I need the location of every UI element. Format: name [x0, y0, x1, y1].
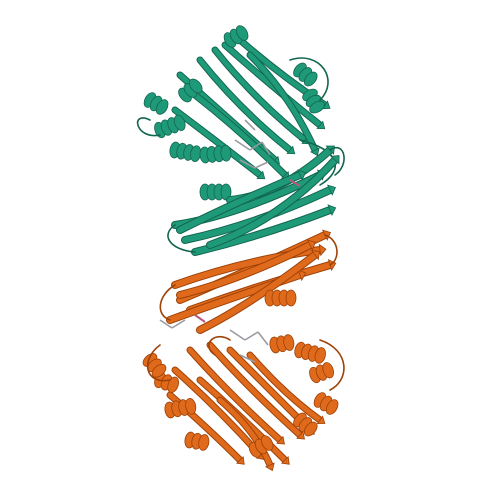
ligand-bond: [239, 159, 256, 169]
helix-turn: [185, 398, 197, 415]
chain-b-strand-arrowhead: [264, 462, 275, 472]
helix-turn: [283, 334, 295, 351]
chain-b-strand-arrowhead: [235, 455, 245, 465]
helix-turn: [220, 144, 232, 162]
helix-turn: [285, 289, 297, 307]
chain-a-sheet-strand: [177, 172, 303, 233]
chain-a-helix: [223, 25, 249, 48]
chain-b-helix: [184, 431, 210, 451]
helix-turn: [198, 434, 210, 451]
chain-b-helix: [164, 398, 197, 419]
helix-turn: [188, 78, 203, 94]
helix-turn: [325, 399, 339, 415]
chain-a-strand: [212, 47, 308, 143]
chain-b-loop: [208, 335, 231, 356]
ligand-bond: [244, 331, 259, 341]
chain-b-helix: [248, 435, 274, 458]
chain-a-sheet-strand-arrowhead: [297, 169, 307, 181]
chain-a-sheet-strand: [207, 157, 338, 248]
chain-a-strand-arrowhead: [256, 170, 266, 180]
chain-a-helix: [302, 88, 325, 114]
chain-b-sheet-strand-arrowhead: [297, 269, 307, 282]
chain-a-sheet-strand-arrowhead: [326, 184, 336, 196]
chain-b-sheet-strand-arrowhead: [318, 243, 327, 257]
chain-b-sheet-strand: [177, 242, 313, 298]
chain-b-helix: [142, 353, 167, 378]
chain-a-helix: [169, 141, 202, 162]
helix-turn: [314, 347, 326, 364]
chain-b-helix: [294, 341, 326, 364]
chain-a-helix: [199, 144, 232, 164]
chain-a-loop: [329, 146, 345, 176]
chain-a-helix: [293, 62, 318, 87]
helix-turn: [151, 363, 167, 378]
chain-a-strand: [222, 42, 323, 128]
helix-turn: [303, 71, 318, 87]
chain-b-strand-arrowhead: [276, 435, 285, 445]
chain-b-sheet-strand-arrowhead: [306, 239, 316, 251]
chain-a-strand: [247, 52, 318, 153]
chain-b-strand: [217, 397, 273, 468]
helix-turn: [260, 435, 274, 451]
chain-b-helix: [313, 392, 339, 415]
ligand-bond: [229, 329, 246, 341]
chain-a-sheet-strand-arrowhead: [327, 204, 337, 217]
chain-a-strand-arrowhead: [286, 145, 296, 155]
chain-a-sheet-strand-arrowhead: [330, 155, 340, 165]
helix-turn: [235, 25, 249, 41]
chain-a-helix: [143, 92, 169, 115]
helix-turn: [303, 421, 318, 437]
ligand-bond: [257, 331, 269, 346]
ligand-sticks: [159, 119, 301, 363]
ligand-bond: [261, 141, 271, 156]
ligand-bond: [234, 139, 251, 151]
helix-turn: [155, 99, 169, 115]
helix-turn: [173, 114, 186, 131]
chain-a-strand: [192, 92, 288, 178]
chain-a-helix: [199, 183, 232, 201]
chain-b-strand: [247, 352, 323, 423]
chain-a-strand-arrowhead: [321, 100, 331, 110]
chain-b-strand: [187, 347, 283, 443]
chain-a-strand-arrowhead: [310, 147, 320, 157]
ligand-bond: [249, 141, 263, 151]
ligand-bond: [159, 319, 173, 329]
chain-b-loop: [324, 234, 338, 266]
ligand-bond-accent: [289, 179, 301, 187]
ligand-bond: [171, 319, 186, 329]
chain-b-strand-arrowhead: [296, 430, 305, 440]
chain-a-strand: [172, 107, 263, 178]
chain-b-ribbon: [142, 229, 345, 472]
chain-b-helix: [309, 362, 334, 384]
chain-a-helix: [154, 114, 186, 139]
chain-a-loop: [136, 117, 161, 137]
chain-b-strand-arrowhead: [280, 455, 290, 465]
chain-a-loop: [289, 57, 329, 101]
chain-b-helix: [269, 334, 295, 354]
helix-turn: [322, 362, 334, 379]
chain-a-strand: [197, 57, 293, 153]
chain-a-strand-arrowhead: [316, 120, 326, 130]
chain-b-helix: [264, 289, 297, 307]
ligand-bond: [254, 161, 269, 169]
chain-b-loop: [146, 344, 171, 382]
ligand-bond: [239, 354, 256, 363]
chain-b-helix: [293, 412, 318, 437]
helix-turn: [309, 100, 325, 114]
chain-a-ribbon: [136, 25, 345, 256]
chain-a-helix: [178, 78, 203, 103]
chain-b-strand: [207, 342, 303, 438]
chain-b-strand-arrowhead: [316, 415, 326, 425]
chain-b-sheet-strand: [197, 252, 318, 333]
chain-a-loop: [167, 224, 196, 253]
chain-b-loop: [319, 339, 345, 391]
helix-turn: [167, 376, 179, 393]
ligand-bond: [244, 119, 256, 131]
chain-b-loop: [159, 284, 176, 321]
ligand-bond-accent: [194, 314, 206, 323]
chain-b-sheet-strand-arrowhead: [310, 250, 321, 261]
